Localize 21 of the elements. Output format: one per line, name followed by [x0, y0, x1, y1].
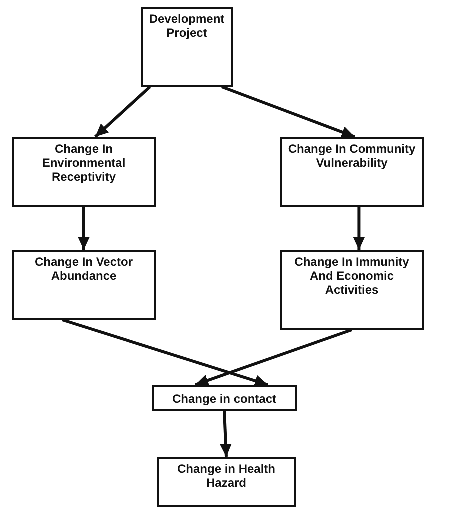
box-label: Change In Vector Abundance — [34, 255, 134, 283]
process-box — [12, 137, 156, 207]
box-label: Change In Immunity And Economic Activities — [294, 255, 410, 297]
process-box — [157, 457, 296, 507]
box-label: Change In Community Vulnerability — [287, 142, 417, 170]
box-label: Change In Environmental Receptivity — [41, 142, 127, 184]
arrow — [195, 328, 352, 386]
process-box — [12, 250, 156, 320]
box-label: Change in Health Hazard — [176, 462, 276, 490]
arrow — [94, 86, 152, 138]
box-label: Development Project — [148, 12, 226, 40]
process-box — [152, 385, 297, 411]
box-label: Change in contact — [172, 392, 276, 406]
arrow — [353, 207, 366, 250]
arrow — [62, 318, 268, 387]
process-box — [141, 7, 233, 87]
arrow — [221, 86, 356, 138]
process-box — [280, 250, 424, 330]
arrow — [220, 410, 232, 458]
arrow — [78, 207, 90, 250]
process-box — [280, 137, 424, 207]
